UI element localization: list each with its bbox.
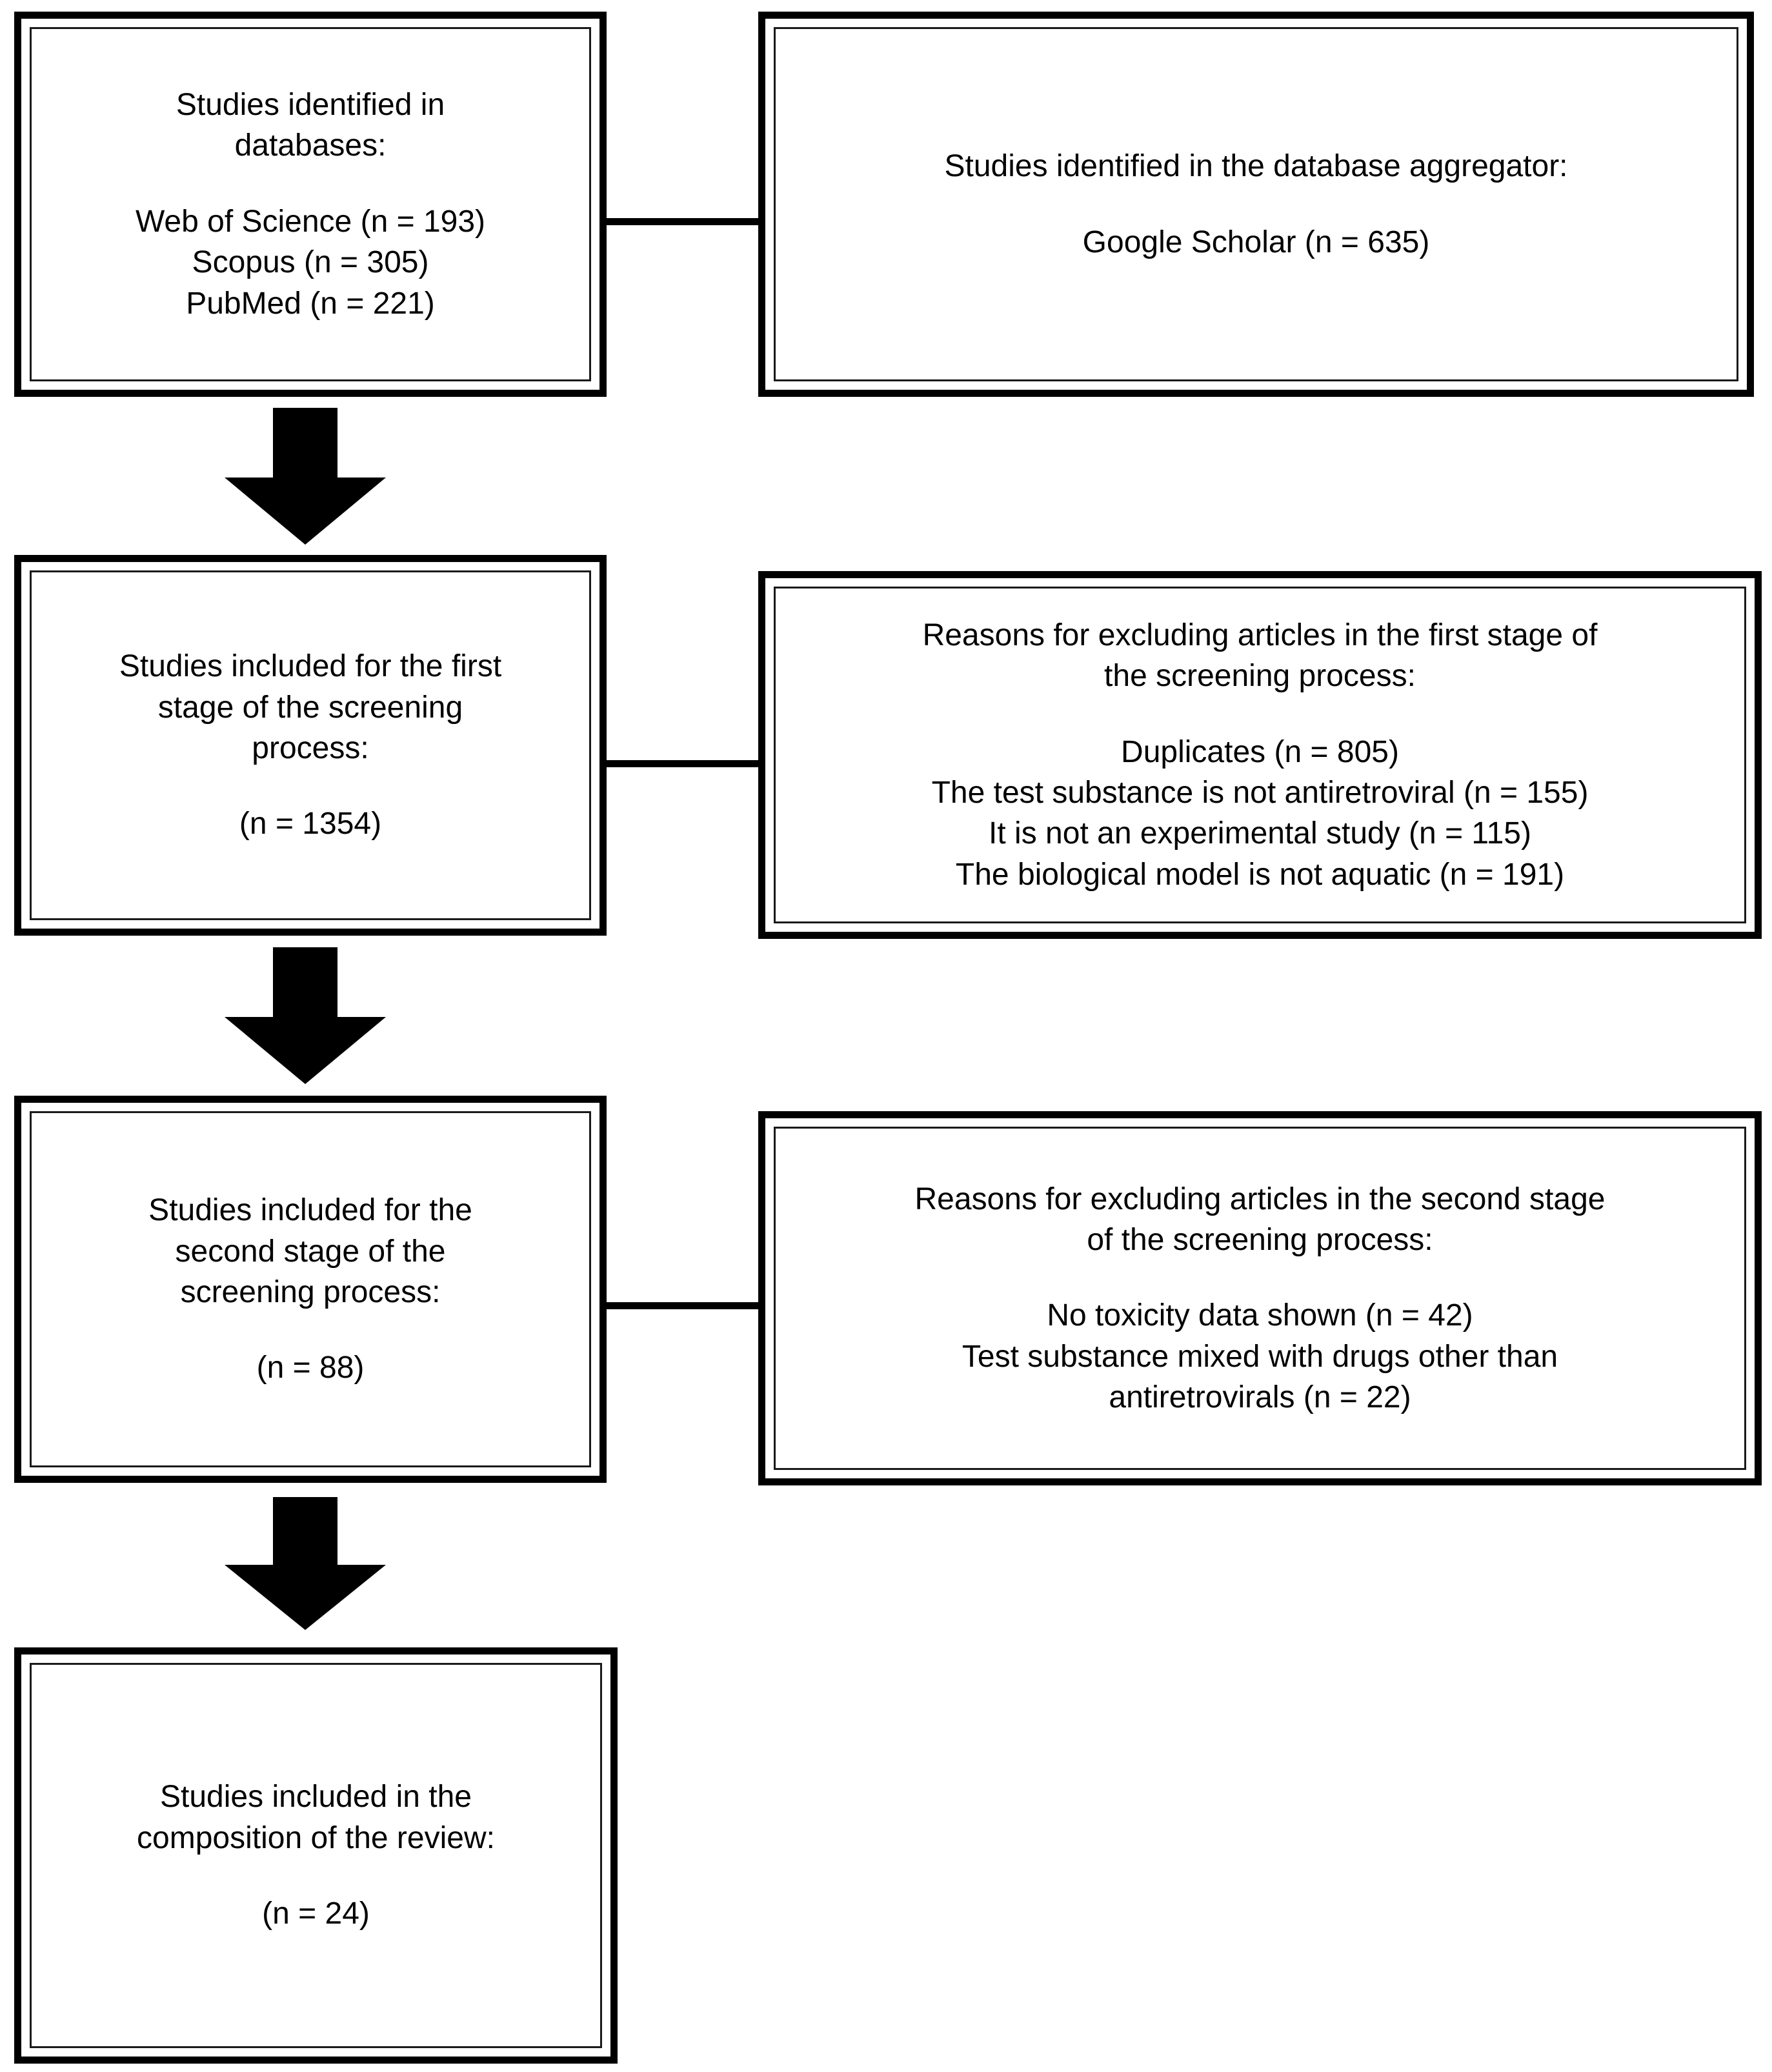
- box-first-stage-included: Studies included for the first stage of …: [14, 555, 607, 936]
- box-inner: Reasons for excluding articles in the se…: [774, 1127, 1746, 1470]
- box-inner: Reasons for excluding articles in the fi…: [774, 587, 1746, 923]
- identified-aggregator-details: Google Scholar (n = 635): [1082, 225, 1430, 259]
- box-first-stage-excluded: Reasons for excluding articles in the fi…: [758, 571, 1762, 939]
- box-inner: Studies included in the composition of t…: [30, 1663, 602, 2048]
- box-inner: Studies included for the second stage of…: [30, 1111, 591, 1467]
- box-second-stage-included: Studies included for the second stage of…: [14, 1096, 607, 1483]
- arrow-down-3: [225, 1497, 386, 1630]
- first-stage-included-heading: Studies included for the first stage of …: [119, 649, 502, 765]
- box-studies-identified-aggregator: Studies identified in the database aggre…: [758, 12, 1754, 397]
- first-stage-excluded-heading: Reasons for excluding articles in the fi…: [922, 618, 1598, 694]
- identified-databases-heading: Studies identified in databases:: [176, 88, 445, 163]
- connector-row3: [581, 1302, 787, 1309]
- identified-aggregator-heading: Studies identified in the database aggre…: [944, 149, 1568, 184]
- identified-databases-details: Web of Science (n = 193) Scopus (n = 305…: [135, 204, 486, 321]
- box-second-stage-excluded: Reasons for excluding articles in the se…: [758, 1111, 1762, 1485]
- connector-row2: [581, 760, 787, 767]
- arrow-down-1: [225, 408, 386, 545]
- connector-row1: [581, 218, 787, 225]
- arrow-down-2: [225, 947, 386, 1084]
- box-studies-identified-databases: Studies identified in databases: Web of …: [14, 12, 607, 397]
- first-stage-excluded-details: Duplicates (n = 805) The test substance …: [931, 734, 1589, 892]
- review-included-details: (n = 24): [262, 1896, 370, 1931]
- second-stage-excluded-heading: Reasons for excluding articles in the se…: [914, 1182, 1606, 1257]
- box-inner: Studies identified in the database aggre…: [774, 27, 1738, 381]
- second-stage-excluded-details: No toxicity data shown (n = 42) Test sub…: [962, 1298, 1558, 1415]
- box-review-included: Studies included in the composition of t…: [14, 1647, 618, 2064]
- box-inner: Studies included for the first stage of …: [30, 570, 591, 920]
- box-inner: Studies identified in databases: Web of …: [30, 27, 591, 381]
- first-stage-included-details: (n = 1354): [239, 807, 382, 841]
- second-stage-included-details: (n = 88): [256, 1351, 365, 1385]
- review-included-heading: Studies included in the composition of t…: [137, 1780, 495, 1855]
- second-stage-included-heading: Studies included for the second stage of…: [148, 1193, 472, 1309]
